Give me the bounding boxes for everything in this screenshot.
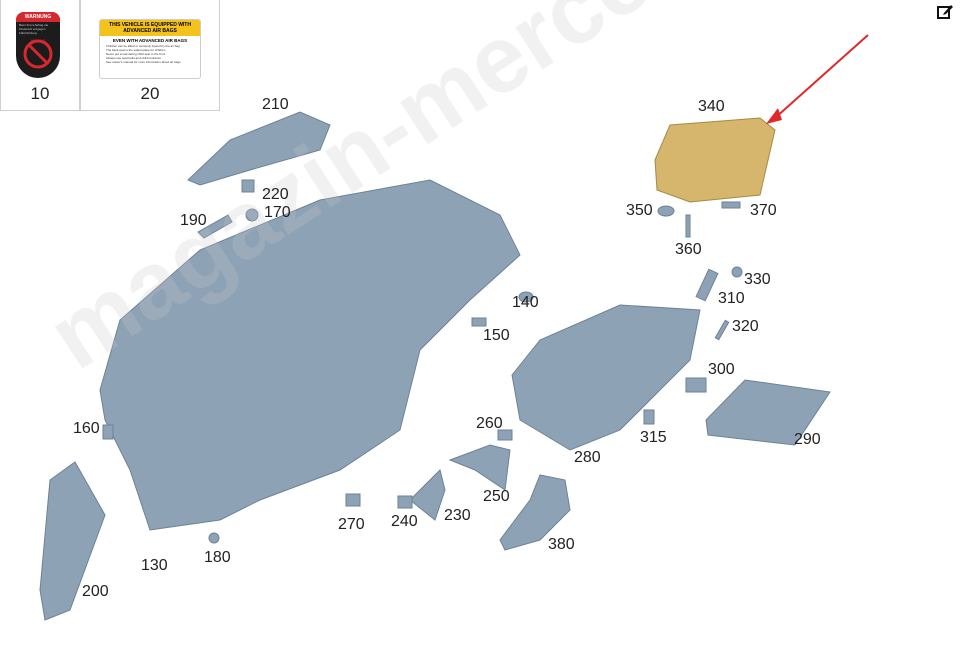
glove-box-280 bbox=[511, 304, 701, 451]
trim-250 bbox=[448, 444, 511, 491]
airbag-sticker: THIS VEHICLE IS EQUIPPED WITH ADVANCED A… bbox=[99, 19, 201, 79]
callout-290[interactable]: 290 bbox=[794, 431, 821, 448]
dashboard-carrier bbox=[99, 179, 521, 531]
svg-text:AIRBAG: AIRBAG bbox=[30, 38, 45, 43]
callout-160[interactable]: 160 bbox=[73, 420, 100, 437]
callout-150[interactable]: 150 bbox=[483, 327, 510, 344]
callout-180[interactable]: 180 bbox=[204, 549, 231, 566]
callout-140[interactable]: 140 bbox=[512, 294, 539, 311]
airbag-340 bbox=[654, 117, 776, 203]
edit-icon[interactable] bbox=[936, 3, 954, 21]
callout-240[interactable]: 240 bbox=[391, 513, 418, 530]
callout-130[interactable]: 130 bbox=[141, 557, 168, 574]
thumbnail-10[interactable]: WARNUNG Beim Front-Airbag nie Kindersitz… bbox=[0, 0, 80, 111]
callout-350[interactable]: 350 bbox=[626, 202, 653, 219]
thumbnail-20[interactable]: THIS VEHICLE IS EQUIPPED WITH ADVANCED A… bbox=[80, 0, 220, 111]
callout-210[interactable]: 210 bbox=[262, 96, 289, 113]
callout-360[interactable]: 360 bbox=[675, 241, 702, 258]
callout-310[interactable]: 310 bbox=[718, 290, 745, 307]
callout-370[interactable]: 370 bbox=[750, 202, 777, 219]
callout-330[interactable]: 330 bbox=[744, 271, 771, 288]
callout-340[interactable]: 340 bbox=[698, 98, 725, 115]
callout-315[interactable]: 315 bbox=[640, 429, 667, 446]
trim-230 bbox=[409, 469, 446, 521]
callout-200[interactable]: 200 bbox=[82, 583, 109, 600]
cover-290 bbox=[705, 379, 831, 446]
warning-sticker: WARNUNG Beim Front-Airbag nie Kindersitz… bbox=[16, 12, 60, 78]
trim-panel-210 bbox=[187, 111, 331, 186]
callout-250[interactable]: 250 bbox=[483, 488, 510, 505]
callout-260[interactable]: 260 bbox=[476, 415, 503, 432]
callout-280[interactable]: 280 bbox=[574, 449, 601, 466]
callout-230[interactable]: 230 bbox=[444, 507, 471, 524]
callout-270[interactable]: 270 bbox=[338, 516, 365, 533]
trim-200 bbox=[39, 461, 106, 621]
callout-300[interactable]: 300 bbox=[708, 361, 735, 378]
callout-190[interactable]: 190 bbox=[180, 212, 207, 229]
red-arrow bbox=[774, 34, 869, 119]
callout-380[interactable]: 380 bbox=[548, 536, 575, 553]
callout-320[interactable]: 320 bbox=[732, 318, 759, 335]
callout-170[interactable]: 170 bbox=[264, 204, 291, 221]
no-child-seat-icon: AIRBAG bbox=[23, 38, 53, 69]
trim-380 bbox=[499, 474, 571, 551]
callout-220[interactable]: 220 bbox=[262, 186, 289, 203]
